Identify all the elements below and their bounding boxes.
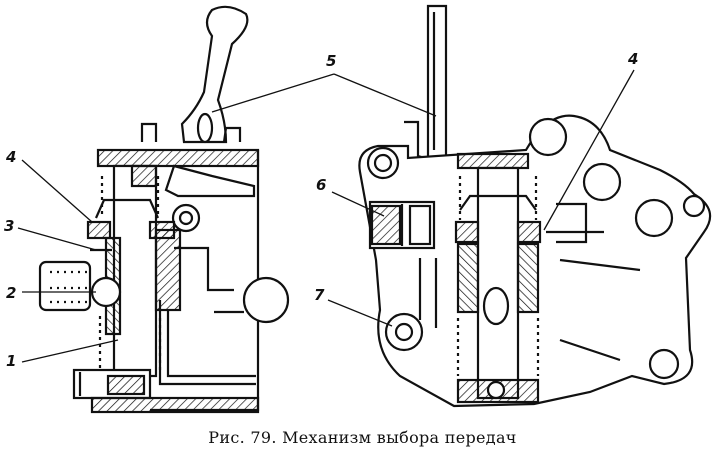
callout-2: 2: [6, 284, 16, 302]
figure-caption: Рис. 79. Механизм выбора передач: [208, 428, 517, 447]
callout-1: 1: [6, 352, 16, 370]
bolt-hole: [682, 194, 706, 218]
right-section-view: [358, 4, 712, 408]
detent-plunger: [38, 260, 92, 312]
leader-lines: [17, 69, 635, 363]
selector-lever: [180, 5, 249, 144]
callout-4-right: 4: [627, 50, 638, 68]
ball-joint: [242, 276, 290, 324]
spring-right: [156, 176, 162, 370]
bolt-hole: [634, 198, 674, 238]
detent-ball: [90, 276, 122, 308]
callout-4-left: 4: [5, 148, 16, 166]
callout-5: 5: [326, 52, 336, 70]
callout-6: 6: [316, 176, 326, 194]
bolt-hole: [528, 117, 568, 157]
spring-left: [98, 176, 104, 370]
callout-3: 3: [4, 217, 14, 235]
top-plate: [96, 148, 260, 168]
bolt-hole: [582, 162, 622, 202]
callout-7: 7: [314, 286, 325, 304]
shaft-slot: [482, 286, 510, 326]
shaft-right: [476, 166, 520, 400]
bolt-hole: [648, 348, 680, 380]
left-section-view: [38, 5, 290, 414]
